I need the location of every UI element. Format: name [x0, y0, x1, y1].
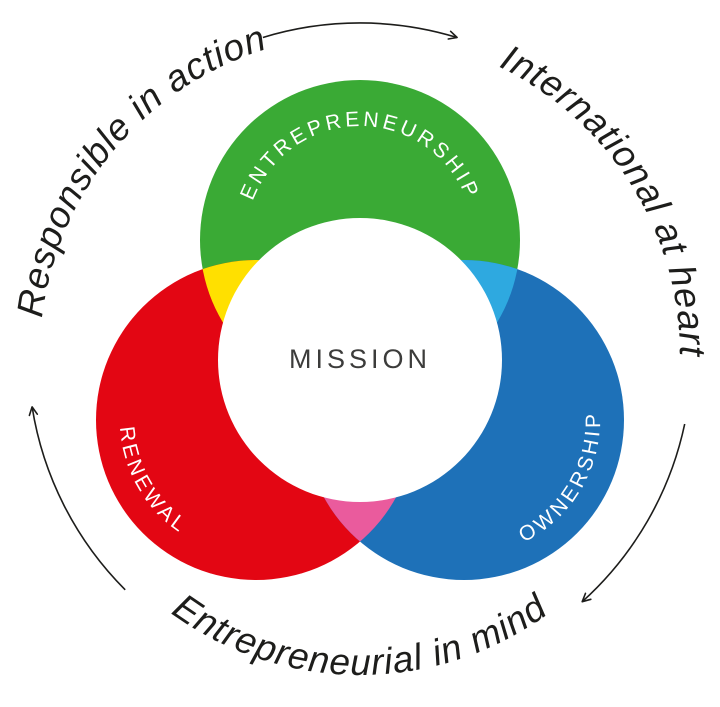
mission-circle	[218, 218, 502, 502]
arrow-left-icon	[28, 406, 126, 591]
arrow-top-icon	[262, 22, 458, 40]
arrow-right-icon	[581, 423, 686, 603]
label-mission: MISSION	[289, 344, 431, 374]
outer-label-entrepreneurial-in-mind: Entrepreneurial in mind	[166, 585, 555, 683]
